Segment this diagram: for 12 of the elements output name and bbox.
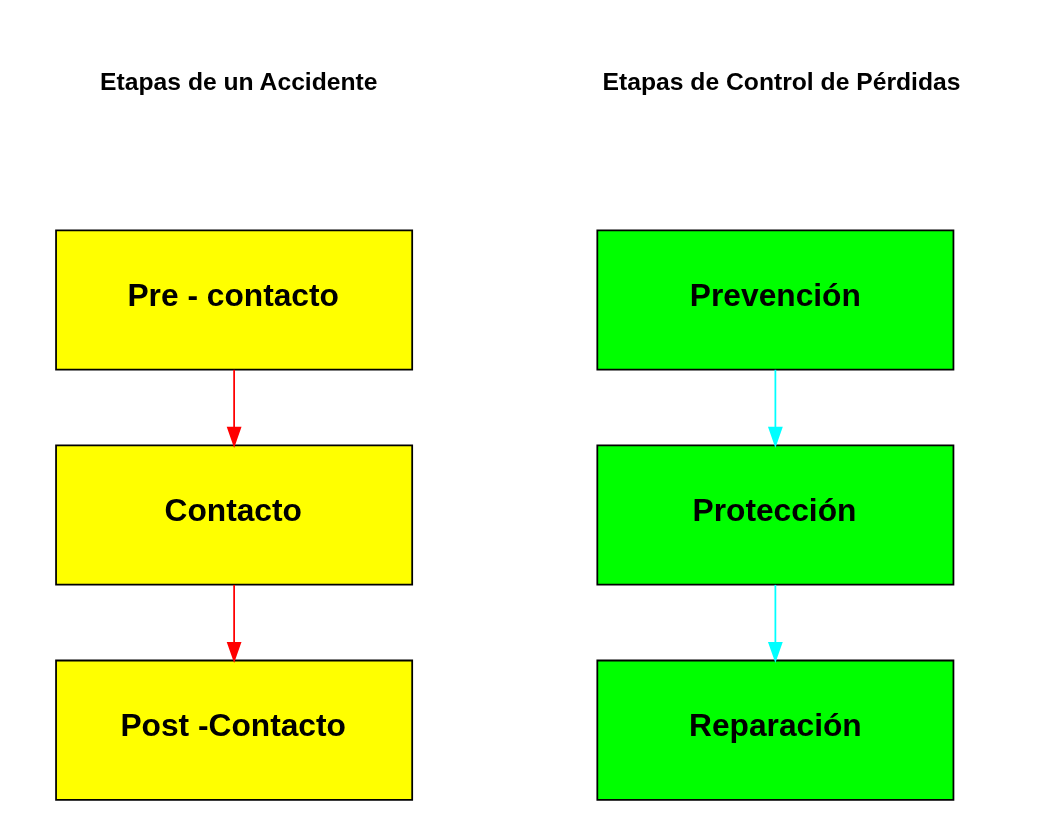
node-box: Protección [596, 444, 955, 586]
node-box: Prevención [596, 229, 955, 371]
node-box: Post -Contacto [55, 659, 414, 801]
label: Etapas de Control de Pérdidas [602, 67, 961, 95]
node-box: Pre - contacto [55, 229, 414, 371]
label: Etapas de un Accidente [100, 67, 378, 95]
node-box: Reparación [596, 659, 955, 801]
node-box: Contacto [55, 444, 414, 586]
arrow [226, 584, 242, 664]
arrow [226, 368, 242, 448]
arrow [767, 584, 783, 664]
arrow [767, 368, 783, 448]
